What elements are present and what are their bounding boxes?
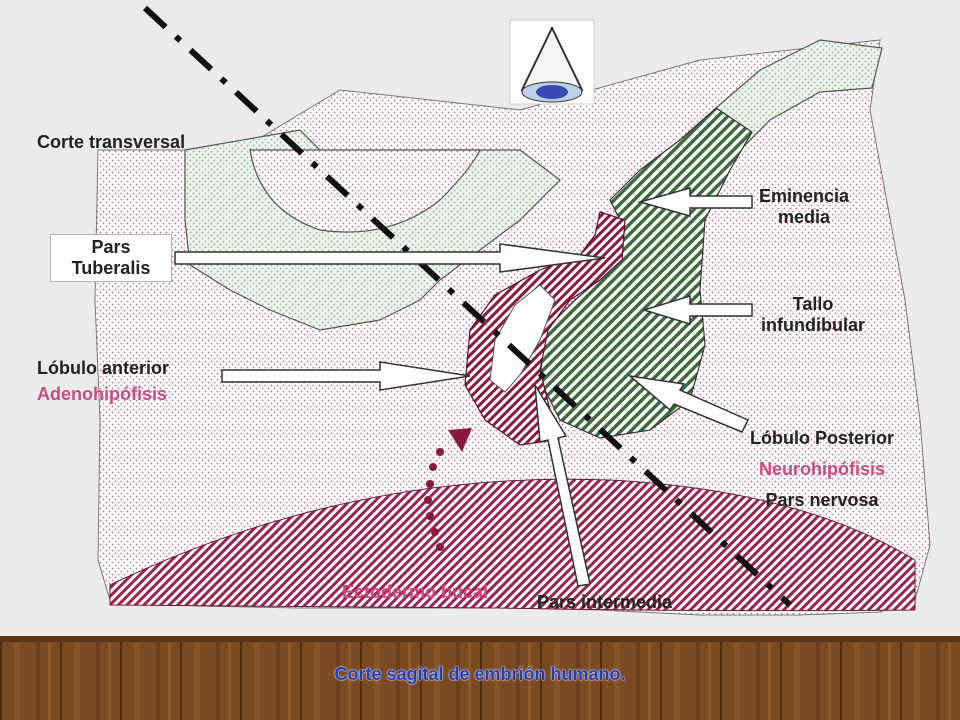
label-adenohipofisis: Adenohipófisis (37, 384, 167, 404)
label-pars-tuberalis-line2: Tuberalis (71, 258, 151, 278)
label-neurohipofisis: Neurohipófisis (758, 459, 885, 479)
label-pars-nervosa: Pars nervosa (765, 490, 879, 510)
migration-dotted-arrow (424, 428, 472, 551)
label-ectodermo-bucal: Ectodermo bucal (342, 582, 489, 602)
label-tallo-infundibular-line2: infundibular (761, 315, 865, 335)
label-corte-transversal: Corte transversal (37, 132, 186, 152)
label-eminencia-media-line2: media (777, 207, 831, 227)
eye-view-icon (509, 19, 595, 105)
arrow-tallo-infundibular (641, 294, 753, 326)
label-pars-tuberalis-line1: Pars (91, 237, 131, 257)
neurohypophysis (539, 107, 753, 439)
label-lobulo-posterior: Lóbulo Posterior (750, 428, 894, 448)
rathke-cleft (489, 284, 556, 393)
label-lobulo-anterior: Lóbulo anterior (37, 358, 169, 378)
arrow-lobulo-posterior (627, 374, 750, 433)
label-eminencia-media: Eminencia media (745, 186, 863, 228)
arrow-pars-intermedia (534, 384, 591, 587)
label-eminencia-media-line1: Eminencia (758, 186, 850, 206)
arrow-lobulo-anterior (221, 361, 471, 391)
label-pars-intermedia: Pars intermedia (537, 592, 673, 612)
arrow-eminencia-media (637, 187, 753, 217)
label-tallo-infundibular-line1: Tallo (792, 294, 834, 314)
floor-edge (0, 636, 960, 642)
ectoderm-band (109, 478, 916, 612)
label-lobulo-posterior-group: Lóbulo Posterior Neurohipófisis Pars ner… (712, 428, 932, 511)
slide-caption: Corte sagital de embrión humano. (334, 664, 626, 684)
label-pars-tuberalis: Pars Tuberalis (50, 234, 172, 282)
wood-floor (0, 640, 960, 720)
arrow-pars-tuberalis (174, 243, 606, 273)
upper-stalk (715, 39, 883, 151)
section-line (142, 5, 793, 608)
label-tallo-infundibular: Tallo infundibular (738, 294, 888, 336)
